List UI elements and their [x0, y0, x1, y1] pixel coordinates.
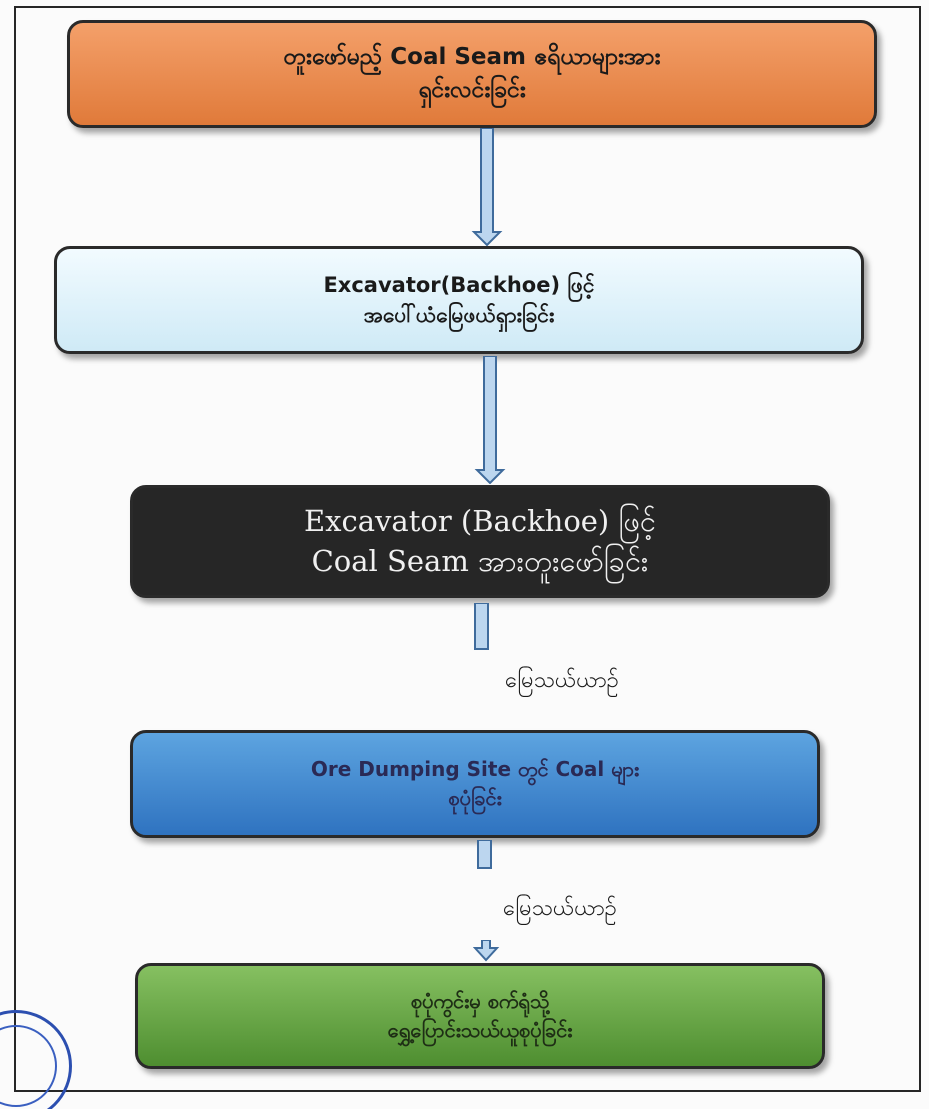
step-2-line-2: အပေါ်ယံမြေဖယ်ရှားခြင်း — [363, 303, 555, 327]
arrow-step2-to-step3 — [474, 356, 506, 484]
step-4-pile-at-ore-dumping-site: Ore Dumping Site တွင် Coal များ စုပုံခြင… — [130, 730, 820, 838]
step-5-line-1: စုပုံကွင်းမှ စက်ရုံသို့ — [410, 989, 550, 1013]
step-1-line-2: ရှင်းလင်းခြင်း — [418, 77, 526, 103]
connector-step3-to-step4 — [474, 603, 489, 650]
step-3-line-2: Coal Seam အားတူးဖော်ခြင်း — [311, 543, 649, 578]
step-4-line-2: စုပုံခြင်း — [448, 786, 502, 810]
step-1-line-1: တူးဖော်မည့် Coal Seam ဧရိယာများအား — [283, 43, 661, 70]
step-3-line-1: Excavator (Backhoe) ဖြင့် — [303, 504, 656, 539]
arrow-step1-to-step2 — [471, 128, 503, 246]
step-3-excavate-coal-seam: Excavator (Backhoe) ဖြင့် Coal Seam အားတ… — [130, 485, 830, 598]
connector-label-dump-truck-1: မြေသယ်ယာဉ် — [505, 668, 619, 693]
step-2-remove-overburden: Excavator(Backhoe) ဖြင့် အပေါ်ယံမြေဖယ်ရှ… — [54, 246, 864, 354]
connector-step4-to-step5 — [477, 840, 492, 869]
arrowhead-into-step5 — [473, 940, 500, 962]
step-5-line-2: ရွှေ့ပြောင်းသယ်ယူစုပုံခြင်း — [387, 1018, 573, 1042]
step-2-line-1: Excavator(Backhoe) ဖြင့် — [323, 272, 595, 297]
diagram-frame — [14, 6, 921, 1092]
connector-label-dump-truck-2: မြေသယ်ယာဉ် — [503, 896, 617, 921]
step-5-transfer-to-plant: စုပုံကွင်းမှ စက်ရုံသို့ ရွှေ့ပြောင်းသယ်ယ… — [135, 963, 825, 1069]
step-1-clear-coal-seam-area: တူးဖော်မည့် Coal Seam ဧရိယာများအား ရှင်း… — [67, 20, 877, 128]
step-4-line-1: Ore Dumping Site တွင် Coal များ — [310, 757, 640, 781]
